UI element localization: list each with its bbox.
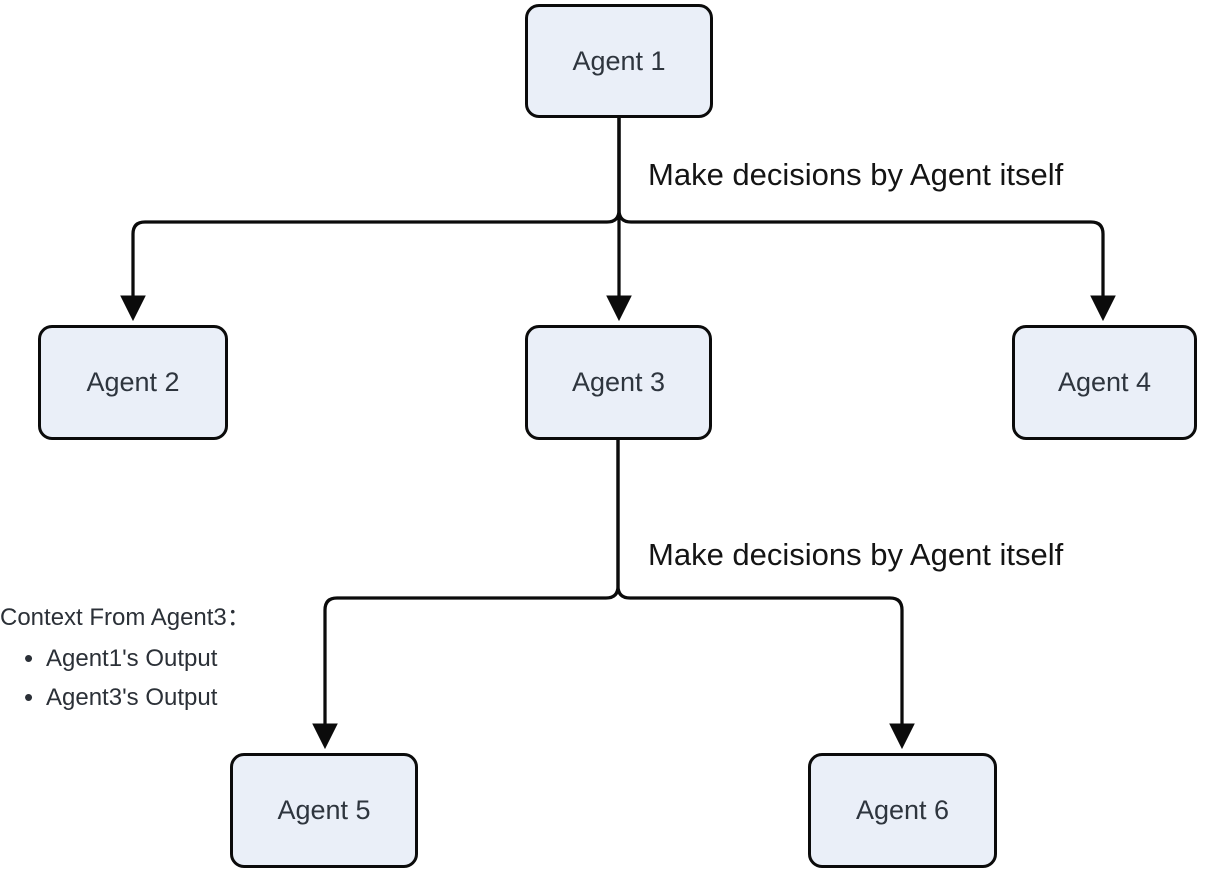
arrowhead-agent2 xyxy=(120,295,146,322)
arrowhead-agent3 xyxy=(606,295,632,322)
node-agent-4-label: Agent 4 xyxy=(1057,367,1152,397)
arrowhead-agent4 xyxy=(1090,295,1116,322)
node-agent-5-label: Agent 5 xyxy=(277,795,371,825)
edge-agent1-agent4 xyxy=(617,118,1105,296)
edge-label-decisions-top: Make decisions by Agent itself xyxy=(648,157,1064,192)
node-agent-6: Agent 6 xyxy=(808,753,997,868)
edge-agent3-agent5 xyxy=(323,440,620,724)
node-agent-1: Agent 1 xyxy=(525,4,713,118)
node-agent-2-label: Agent 2 xyxy=(86,367,180,397)
node-agent-3: Agent 3 xyxy=(525,325,712,440)
context-annotation-title: Context From Agent3： xyxy=(0,604,251,631)
context-annotation: Context From Agent3： Agent1's Output Age… xyxy=(0,601,330,717)
node-agent-3-label: Agent 3 xyxy=(571,367,666,397)
context-annotation-item: Agent1's Output xyxy=(0,639,330,678)
node-agent-6-label: Agent 6 xyxy=(855,795,950,825)
context-annotation-item: Agent3's Output xyxy=(0,678,330,717)
arrowhead-agent6 xyxy=(889,723,915,750)
edge-agent3-agent6 xyxy=(616,440,904,724)
node-agent-2: Agent 2 xyxy=(38,325,228,440)
node-agent-1-label: Agent 1 xyxy=(572,45,666,76)
context-annotation-list: Agent1's Output Agent3's Output xyxy=(0,639,330,717)
edge-agent1-agent2 xyxy=(131,118,621,296)
node-agent-5: Agent 5 xyxy=(230,753,418,868)
node-agent-4: Agent 4 xyxy=(1012,325,1197,440)
arrowhead-agent5 xyxy=(312,723,338,750)
edge-label-decisions-bottom: Make decisions by Agent itself xyxy=(648,537,1064,572)
